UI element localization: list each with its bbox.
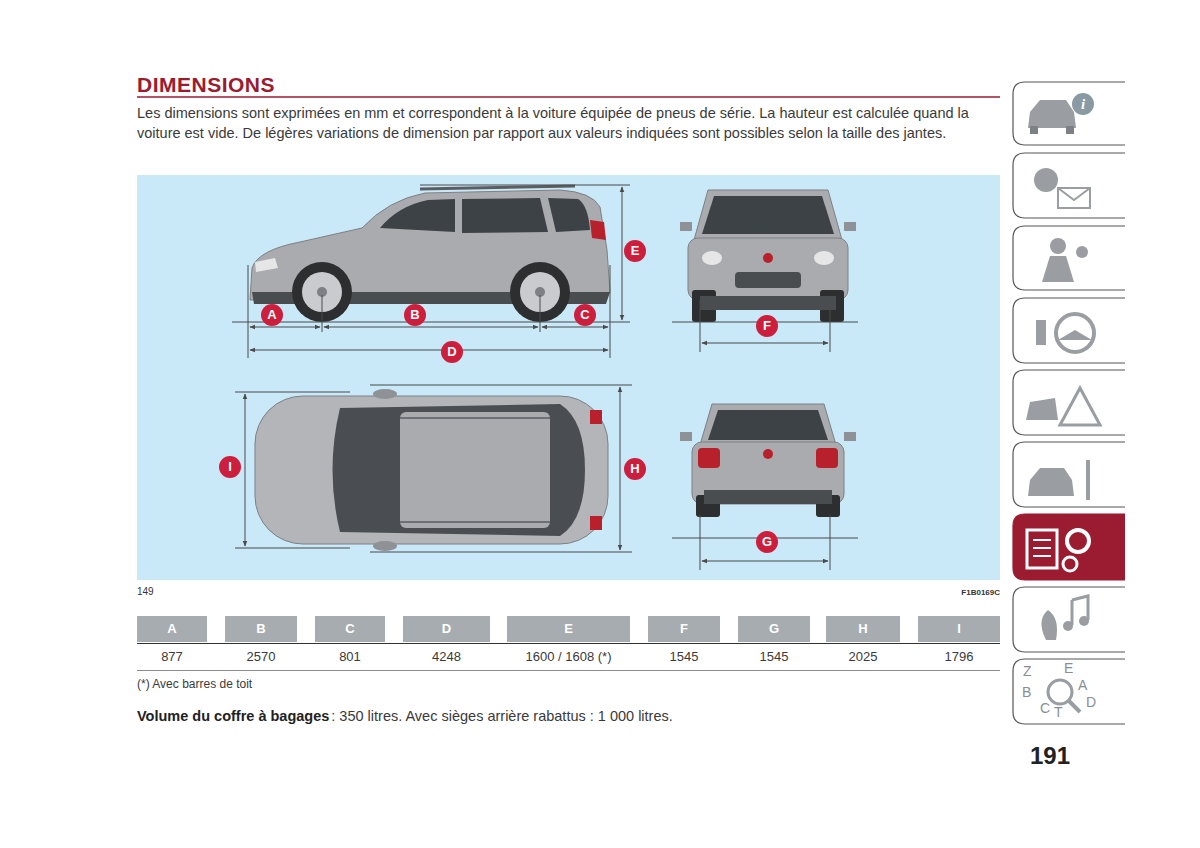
glossary-icon-letter: Z — [1023, 663, 1032, 679]
title-rule — [137, 96, 1000, 98]
luggage-volume-value: : 350 litres. Avec sièges arrière rabatt… — [331, 708, 672, 724]
table-header: C — [315, 616, 385, 642]
table-cell: 801 — [315, 649, 385, 664]
table-header: B — [225, 616, 297, 642]
intro-paragraph: Les dimensions sont exprimées en mm et c… — [137, 103, 1002, 143]
callout-letter: E — [624, 240, 646, 262]
callout-circle-fill — [219, 456, 241, 478]
table-header: G — [738, 616, 810, 642]
table-cell: 2570 — [225, 649, 297, 664]
table-cell: 1545 — [648, 649, 720, 664]
info-icon-letter: i — [1072, 93, 1094, 115]
tab-icons — [1026, 93, 1100, 712]
callout-letter: A — [261, 304, 283, 326]
table-cell: 1545 — [738, 649, 810, 664]
table-header: A — [137, 616, 207, 642]
chapter-tabs — [1013, 82, 1125, 724]
table-header: D — [403, 616, 490, 642]
table-header: F — [648, 616, 720, 642]
figure-panel — [137, 175, 1000, 580]
callout-letter: G — [756, 531, 778, 553]
callout-circle-fill — [404, 304, 426, 326]
callout-circle: B — [404, 304, 426, 326]
footnote: (*) Avec barres de toit — [137, 677, 252, 691]
side-view-car — [250, 186, 610, 322]
callout-letter: F — [756, 315, 778, 337]
table-rule — [137, 670, 1000, 671]
glossary-icon-letter: B — [1022, 684, 1031, 700]
table-cell: 1796 — [918, 649, 1000, 664]
table-header: I — [918, 616, 1000, 642]
callout-circle-fill — [624, 240, 646, 262]
callout-letter: I — [219, 456, 241, 478]
table-rule — [137, 643, 1000, 644]
luggage-volume-label: Volume du coffre à bagages — [137, 708, 329, 724]
callout-circle: F — [756, 315, 778, 337]
callout-circle: G — [756, 531, 778, 553]
callout-letter: B — [404, 304, 426, 326]
callout-circle: D — [441, 341, 463, 363]
table-cell: 1600 / 1608 (*) — [507, 649, 630, 664]
figure-code: F1B0169C — [880, 588, 1000, 597]
callout-letter: C — [574, 304, 596, 326]
table-cell: 877 — [137, 649, 207, 664]
rear-view-car — [680, 404, 856, 517]
glossary-icon-letter: A — [1078, 677, 1087, 693]
callout-circle: E — [624, 240, 646, 262]
callout-letter: H — [624, 458, 646, 480]
table-cell: 2025 — [826, 649, 900, 664]
callout-circle: H — [624, 458, 646, 480]
callout-circle-fill — [756, 315, 778, 337]
callout-circle: A — [261, 304, 283, 326]
glossary-icon-letter: T — [1054, 704, 1063, 720]
glossary-icon-letter: E — [1064, 660, 1073, 676]
callout-circle-fill — [574, 304, 596, 326]
table-cell: 4248 — [403, 649, 490, 664]
callout-letter: D — [441, 341, 463, 363]
callout-circle: I — [219, 456, 241, 478]
callout-circle: C — [574, 304, 596, 326]
table-header: H — [826, 616, 900, 642]
page-number: 191 — [1030, 742, 1070, 770]
glossary-icon-letter: D — [1086, 694, 1096, 710]
callout-circle-fill — [756, 531, 778, 553]
dimension-lines — [232, 185, 858, 570]
callout-circle-fill — [624, 458, 646, 480]
callout-circle-fill — [261, 304, 283, 326]
page-title: DIMENSIONS — [137, 73, 275, 97]
top-view-car — [255, 389, 608, 551]
table-header: E — [507, 616, 630, 642]
callout-circle-fill — [441, 341, 463, 363]
glossary-icon-letter: C — [1040, 700, 1050, 716]
figure-number: 149 — [137, 586, 154, 597]
